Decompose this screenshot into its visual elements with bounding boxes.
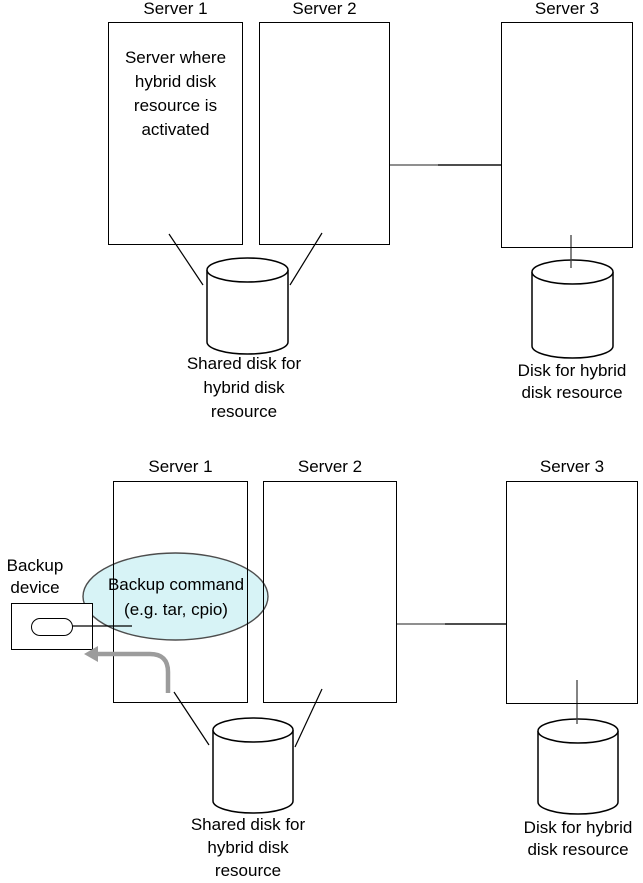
backup-device-label: Backup device [6, 556, 64, 597]
server2-disk-connector [294, 688, 323, 748]
backup-flow-arrow [97, 651, 171, 693]
server1-note: Server where hybrid disk resource is act… [124, 48, 227, 139]
hybrid-disk-label: Disk for hybrid disk resource [523, 818, 633, 859]
server1-label: Server 1 [148, 457, 213, 476]
server2-disk-connector [289, 232, 323, 286]
tape-slot-icon [31, 618, 73, 636]
shared-disk-label: Shared disk for hybrid disk resource [186, 354, 302, 421]
server1-box [108, 22, 243, 245]
server2-box [263, 481, 397, 703]
shared-disk-cylinder-icon [206, 257, 289, 355]
server1-disk-connector [173, 691, 210, 746]
shared-disk-cylinder-icon [212, 717, 294, 814]
backup-flow-arrowhead-icon [84, 646, 98, 662]
server3-box [501, 22, 633, 248]
backup-command-label: Backup command (e.g. tar, cpio) [107, 575, 245, 619]
server2-box [259, 22, 390, 245]
server2-label: Server 2 [292, 0, 357, 18]
server3-label: Server 3 [534, 0, 600, 18]
backup-command-ellipse [82, 552, 269, 641]
server2-label: Server 2 [297, 457, 363, 476]
hybrid-disk-label: Disk for hybrid disk resource [517, 361, 627, 402]
server3-box [506, 481, 638, 704]
shared-disk-label: Shared disk for hybrid disk resource [190, 815, 306, 880]
server1-label: Server 1 [143, 0, 208, 18]
server1-disk-connector [168, 233, 204, 286]
hybrid-disk-cylinder-icon [537, 718, 619, 815]
hybrid-disk-cylinder-icon [531, 259, 614, 359]
server1-box [113, 481, 248, 703]
server3-label: Server 3 [539, 457, 605, 476]
